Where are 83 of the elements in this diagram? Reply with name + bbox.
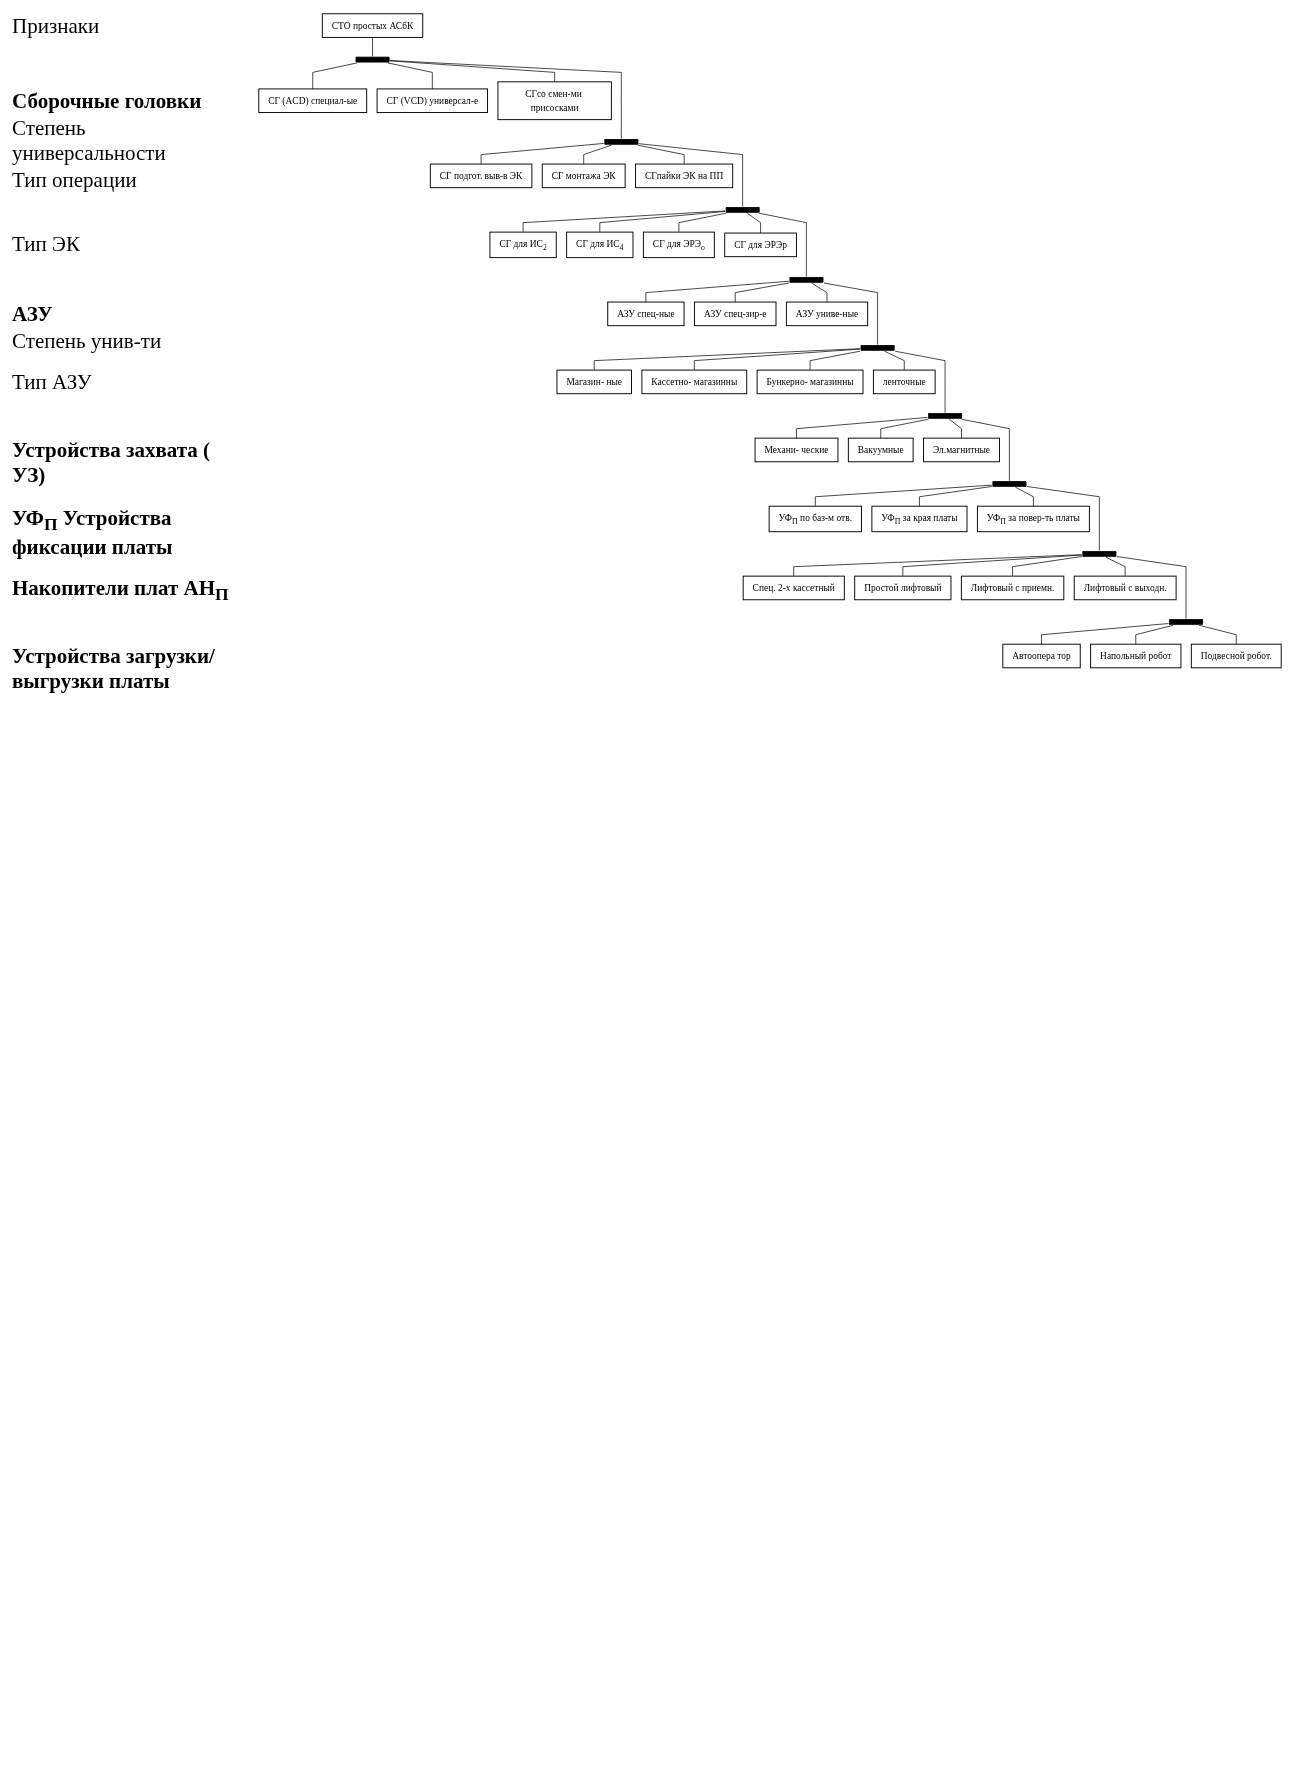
node-box xyxy=(497,81,612,121)
connector xyxy=(1135,624,1174,645)
connector xyxy=(1041,623,1169,645)
connector xyxy=(1012,556,1083,577)
connector xyxy=(880,418,929,439)
row-heading: Накопители плат АН$_{П}$ xyxy=(12,576,230,606)
connector xyxy=(814,484,993,507)
connector xyxy=(389,60,555,83)
connector xyxy=(583,144,612,165)
row-heading: Признаки xyxy=(12,13,101,39)
node-box xyxy=(641,369,748,395)
node-box xyxy=(376,88,489,114)
node-box xyxy=(1073,575,1177,601)
node-box xyxy=(785,301,869,327)
node-box xyxy=(872,369,936,395)
connector xyxy=(823,282,878,345)
connector xyxy=(372,37,373,57)
connector xyxy=(638,143,743,207)
connector xyxy=(387,62,433,90)
connector xyxy=(961,418,1010,482)
row-heading: Тип ЭК xyxy=(12,232,81,258)
row-heading: АЗУ xyxy=(12,302,54,328)
connector xyxy=(902,554,1083,577)
row-heading: Степень унив-ти xyxy=(12,329,163,355)
connector xyxy=(593,348,861,371)
connector xyxy=(1116,556,1187,620)
node-box xyxy=(556,369,632,395)
connector xyxy=(522,210,726,233)
connector xyxy=(693,348,861,371)
node-box xyxy=(541,163,626,189)
connector xyxy=(734,282,790,303)
connector xyxy=(678,212,727,233)
node-box xyxy=(976,505,1090,533)
node-box xyxy=(1190,643,1282,669)
row-heading: Степень универсальности xyxy=(12,116,167,167)
node-box xyxy=(923,437,1000,463)
node-box xyxy=(429,163,533,189)
node-box xyxy=(754,437,839,463)
connector xyxy=(793,554,1083,577)
node-box xyxy=(321,13,424,38)
node-box xyxy=(768,505,862,533)
connector xyxy=(1105,556,1126,577)
connector xyxy=(1015,486,1034,507)
node-box xyxy=(607,301,685,327)
connector xyxy=(1198,624,1237,645)
connector xyxy=(645,280,790,303)
row-heading: Тип АЗУ xyxy=(12,370,93,396)
node-box xyxy=(742,575,845,601)
row-heading: Сборочные головки xyxy=(12,88,203,115)
connector xyxy=(1026,486,1100,551)
node-box xyxy=(693,301,777,327)
connector xyxy=(811,282,828,303)
connector xyxy=(637,144,685,165)
tree-diagram: СТО простых АСбК СГ (ACD) специал-ые СГ (VCD) универсал-е СГсо смен-ми присосками СГ подгот. выв-в ЭК СГ монтажа ЭК СГпайки ЭК на ПП СГ для ИС$_{2}$ СГ для ИС$_{4}$ СГ для ЭРЭ$_{о}$ СГ для ЭРЭр АЗУ спец-ные АЗУ спец-зир-е АЗУ униве-ные Магазин- ные Кассетно- магазинны Бункерно- магазинны ленточные Механи- ческие Вакуумные Эл.магнитные УФ$_{П}$ по баз-м отв. УФ$_{П}$ за края платы УФ$_{П}$ за повер-ть платы Спец. 2-х кассетный Простой лифтовый Лифтовый с приемн. Лифтовый с выходн. Автоопера тор Напольный робот Подвесной робот. xyxy=(255,10,1285,672)
node-box xyxy=(489,231,557,259)
node-box xyxy=(756,369,864,395)
row-heading: Тип операции xyxy=(12,168,138,194)
connector xyxy=(746,212,761,234)
row-heading: Устройства захвата ( УЗ) xyxy=(12,438,212,489)
row-heading: Устройства загрузки/выгрузки платы xyxy=(12,644,216,695)
connector xyxy=(948,418,962,439)
node-box xyxy=(258,88,368,114)
connector xyxy=(809,350,861,371)
connector xyxy=(480,143,605,165)
node-box xyxy=(724,232,797,258)
connector xyxy=(312,62,358,90)
node-box xyxy=(847,437,914,463)
node-box xyxy=(635,163,734,189)
node-box xyxy=(642,231,715,259)
connector xyxy=(796,417,928,439)
node-box xyxy=(1090,643,1182,669)
node-box xyxy=(871,505,968,533)
node-box xyxy=(1002,643,1081,669)
node-box xyxy=(960,575,1065,601)
connector xyxy=(884,350,905,371)
connector xyxy=(389,60,622,139)
connector xyxy=(758,212,807,277)
node-box xyxy=(566,231,634,259)
connector xyxy=(919,486,993,507)
connector xyxy=(894,350,946,413)
connector xyxy=(599,211,726,233)
row-heading: УФ$_{П}$ Устройства фиксации платы xyxy=(12,506,174,561)
node-box xyxy=(854,575,952,601)
